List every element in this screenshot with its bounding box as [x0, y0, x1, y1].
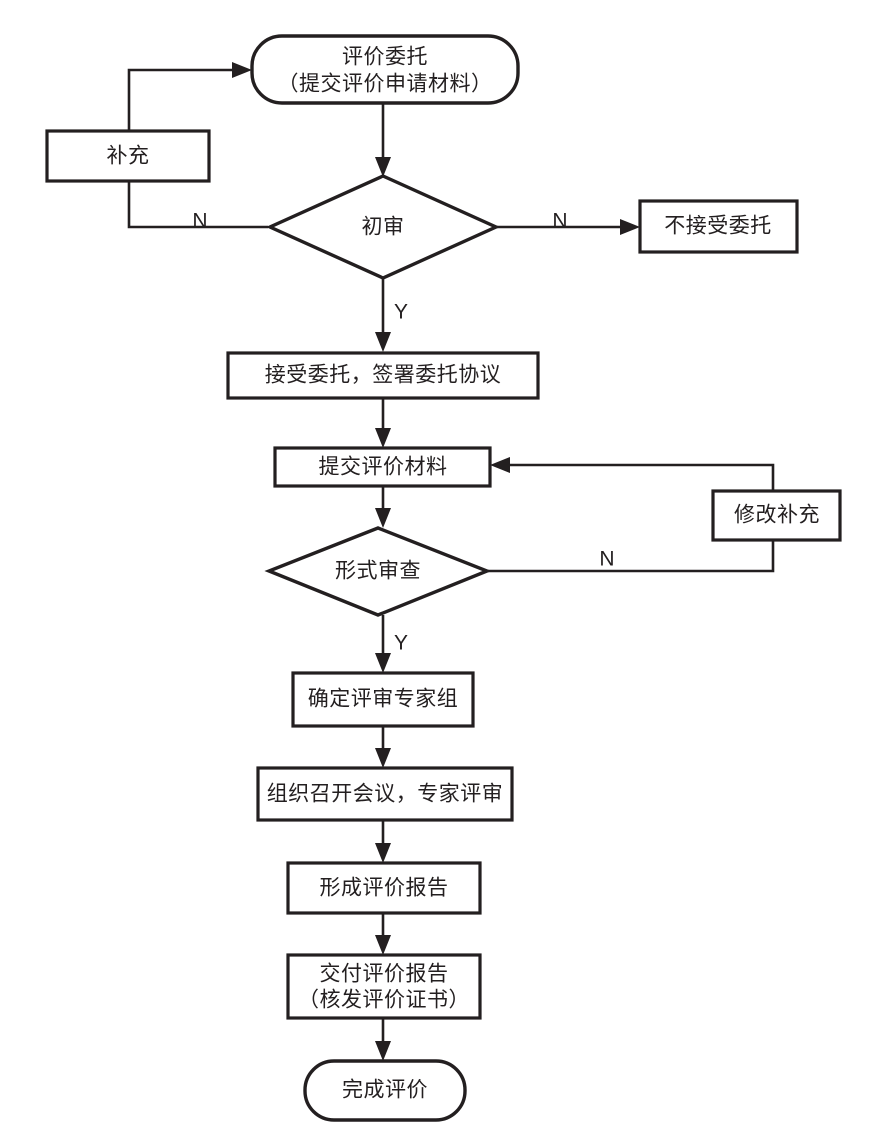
node-submit-materials-label: 提交评价材料: [319, 456, 448, 479]
edge-label-preliminary-yes: Y: [394, 301, 408, 324]
node-accept-sign[interactable]: 接受委托，签署委托协议: [226, 351, 540, 400]
edge-accept-to-submit: [375, 397, 391, 448]
edge-meeting-to-formreport: [375, 820, 391, 863]
node-start-label-line2: （提交评价申请材料）: [278, 73, 493, 96]
node-start-shape: [250, 34, 520, 105]
edge-formalcheck-no-to-revise: [488, 540, 775, 573]
node-deliver-report[interactable]: 交付评价报告 （核发评价证书）: [286, 953, 482, 1020]
node-deliver-report-label-line2: （核发评价证书）: [298, 989, 470, 1012]
node-finish-shape: [303, 1059, 467, 1122]
edge-preliminary-yes-to-accept: [375, 278, 391, 352]
node-form-report-label: 形成评价报告: [320, 877, 449, 900]
node-supplement-shape: [45, 129, 211, 183]
node-revise-supplement-shape: [711, 489, 842, 542]
node-hold-meeting[interactable]: 组织召开会议，专家评审: [256, 766, 514, 822]
edge-deliver-to-finish: [375, 1018, 391, 1061]
node-formal-check-shape: [264, 526, 492, 617]
node-accept-sign-label: 接受委托，签署委托协议: [265, 364, 502, 387]
node-preliminary-review[interactable]: 初审: [265, 174, 501, 280]
node-reject-label: 不接受委托: [664, 215, 772, 238]
node-preliminary-review-label: 初审: [362, 216, 405, 239]
edge-expertgroup-to-meeting: [375, 726, 391, 768]
node-deliver-report-shape: [286, 953, 482, 1020]
node-supplement-label: 补充: [107, 145, 150, 168]
node-form-report[interactable]: 形成评价报告: [286, 861, 482, 915]
node-revise-supplement[interactable]: 修改补充: [711, 489, 842, 542]
edge-label-formalcheck-yes: Y: [394, 632, 408, 655]
node-submit-materials-shape: [273, 446, 492, 488]
node-formal-check-label: 形式审查: [335, 560, 421, 583]
edge-preliminary-no-to-reject: [497, 219, 640, 235]
node-formal-check[interactable]: 形式审查: [264, 526, 492, 617]
node-preliminary-review-shape: [265, 174, 501, 280]
edge-formalcheck-yes-to-expertgroup: [375, 615, 391, 673]
edge-submit-to-formalcheck: [375, 485, 391, 528]
node-expert-group-label: 确定评审专家组: [308, 688, 459, 711]
edge-label-preliminary-no-left: N: [192, 210, 207, 233]
node-expert-group[interactable]: 确定评审专家组: [291, 671, 475, 728]
edge-label-preliminary-no-right: N: [552, 210, 567, 233]
node-deliver-report-label-line1: 交付评价报告: [320, 963, 449, 986]
edge-formreport-to-deliver: [375, 913, 391, 955]
edge-start-to-preliminary: [375, 103, 391, 177]
node-finish-label: 完成评价: [342, 1079, 428, 1102]
node-hold-meeting-shape: [256, 766, 514, 822]
node-start[interactable]: 评价委托 （提交评价申请材料）: [250, 34, 520, 105]
node-submit-materials[interactable]: 提交评价材料: [273, 446, 492, 488]
node-supplement[interactable]: 补充: [45, 129, 211, 183]
node-expert-group-shape: [291, 671, 475, 728]
node-accept-sign-shape: [226, 351, 540, 400]
node-form-report-shape: [286, 861, 482, 915]
node-reject[interactable]: 不接受委托: [638, 199, 799, 254]
node-revise-supplement-label: 修改补充: [734, 504, 820, 527]
edge-revise-to-submit: [490, 457, 775, 491]
node-reject-shape: [638, 199, 799, 254]
node-finish[interactable]: 完成评价: [303, 1059, 467, 1122]
node-start-label-line1: 评价委托: [342, 46, 428, 69]
node-hold-meeting-label: 组织召开会议，专家评审: [267, 783, 504, 806]
edge-label-formalcheck-no: N: [599, 548, 614, 571]
